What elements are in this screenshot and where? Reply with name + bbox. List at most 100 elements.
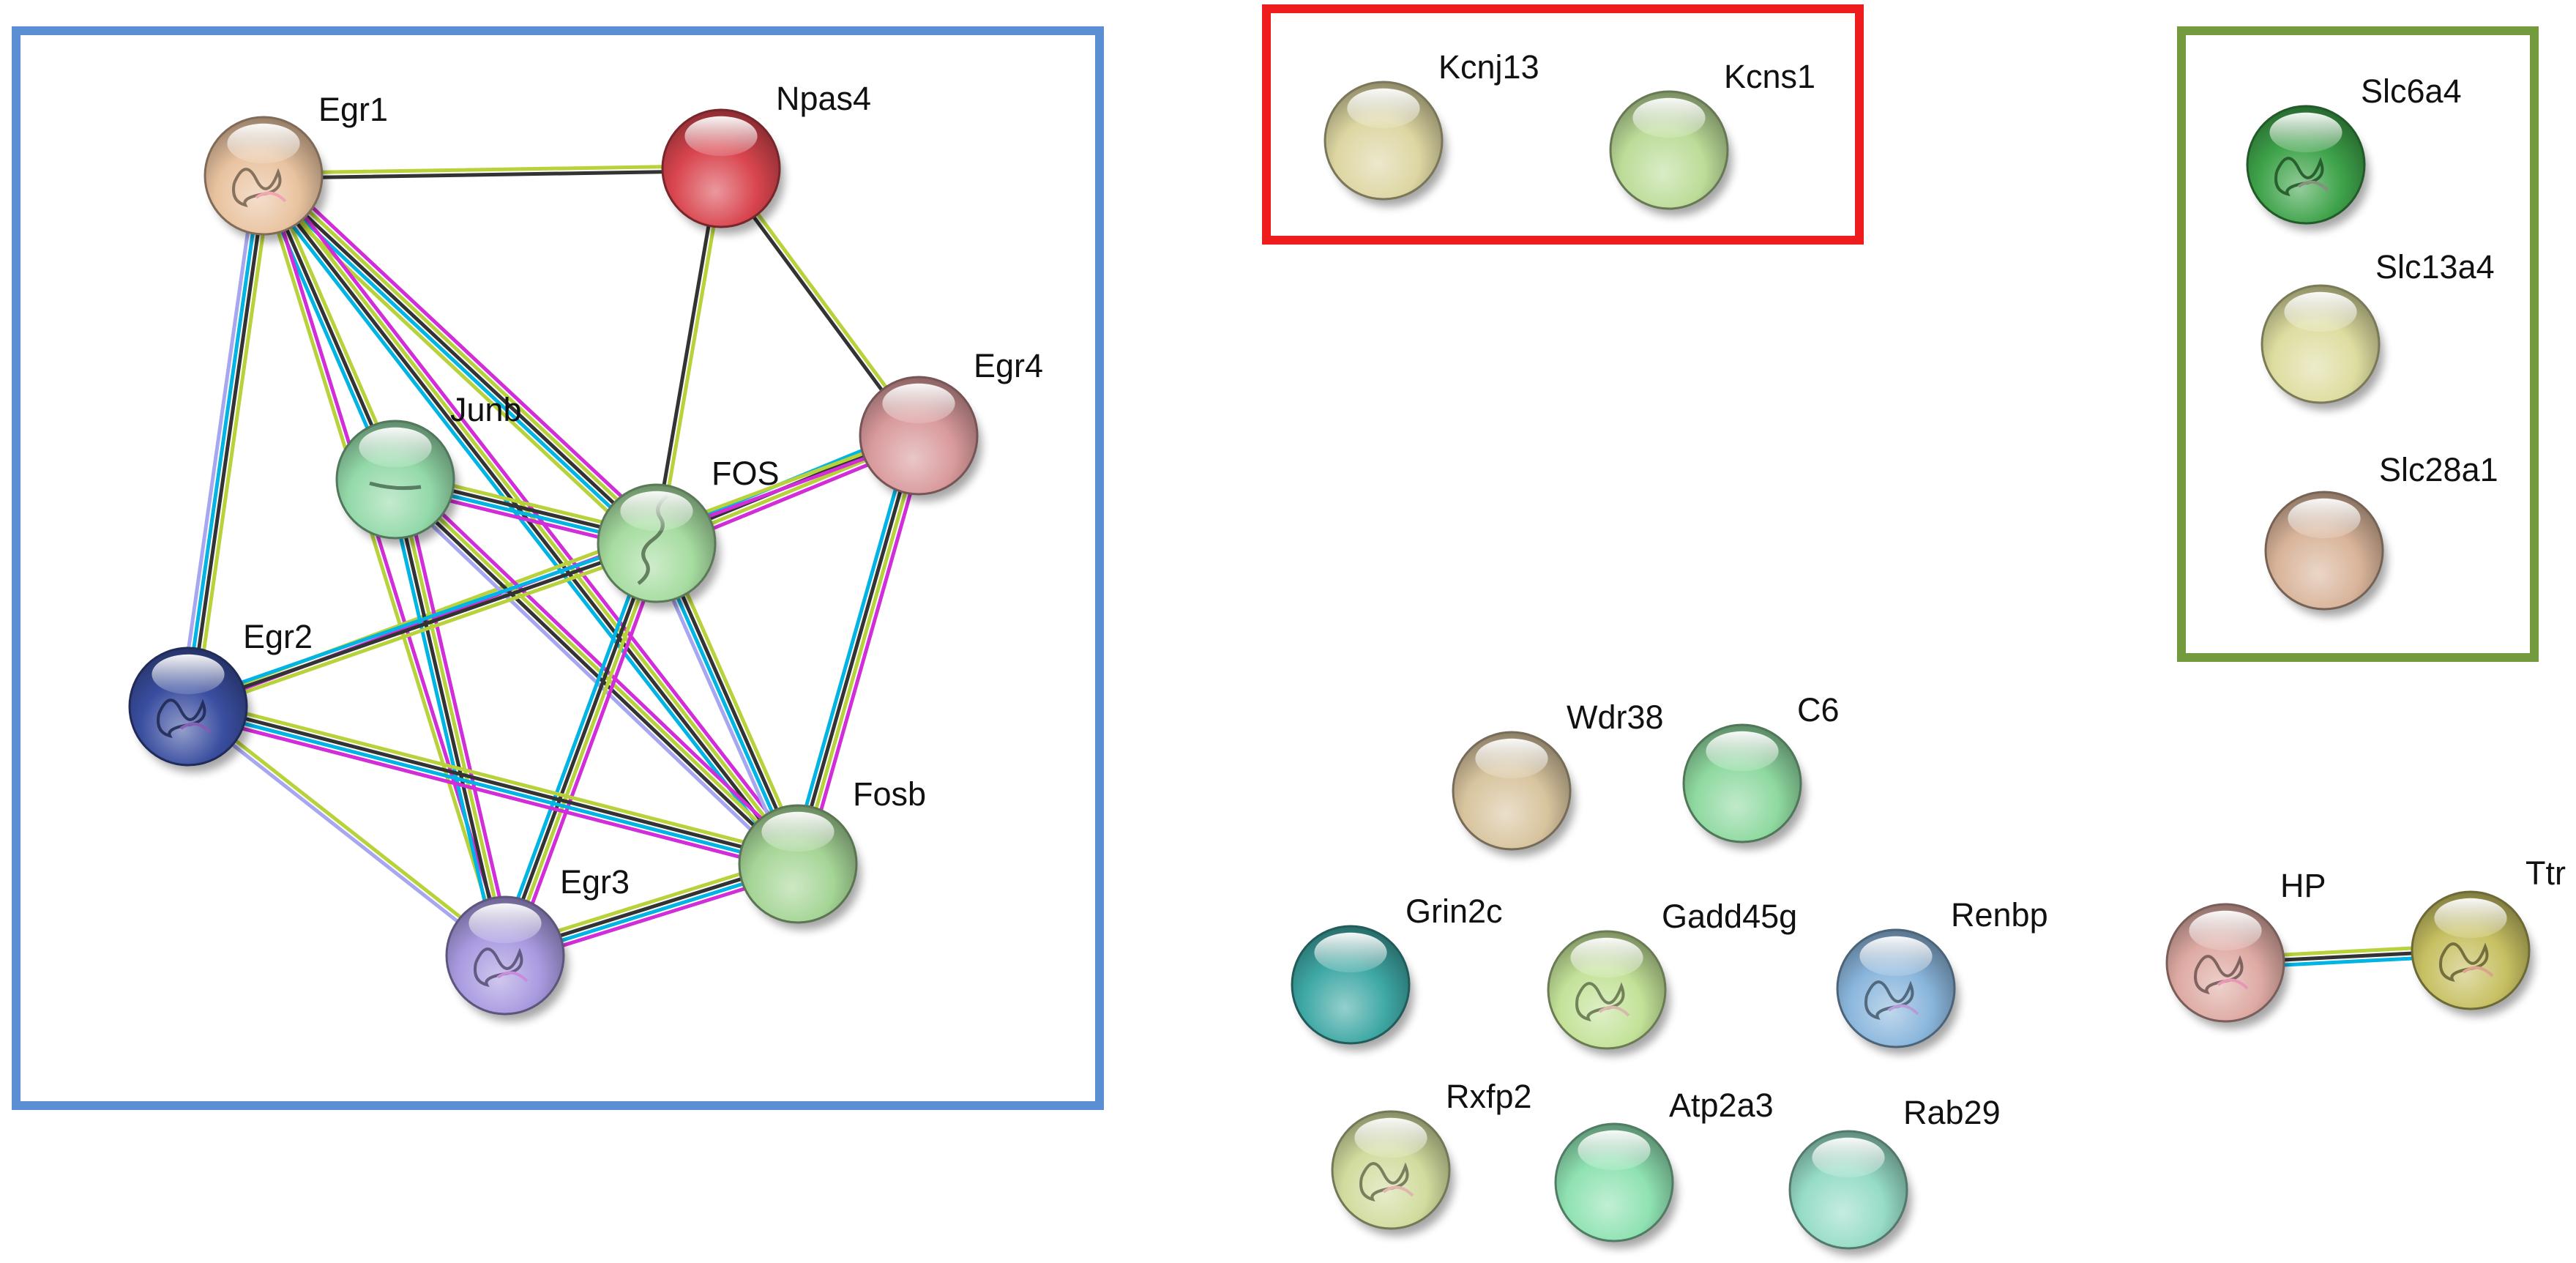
edge-line-database [184, 536, 657, 704]
edge-line-textmining [505, 542, 661, 958]
node-npas4[interactable]: Npas4 [661, 80, 871, 234]
node-label: Slc28a1 [2379, 451, 2498, 488]
edge-line-textmining [193, 174, 273, 709]
edge-line-textmining [395, 475, 802, 864]
edge-junb-egr3 [386, 476, 515, 959]
node-structure-protein [2439, 942, 2494, 982]
edge-egr1-npas4 [261, 164, 723, 180]
group-frame-solute-carriers [2177, 26, 2539, 662]
node-highlight [1354, 1117, 1427, 1158]
node-highlight [2269, 112, 2342, 153]
node-ttr[interactable]: Ttr [2411, 854, 2566, 1016]
edge-line-coexpression [186, 541, 659, 709]
edge-line-textmining [259, 174, 505, 958]
node-egr3[interactable]: Egr3 [445, 863, 630, 1021]
node-c6[interactable]: C6 [1682, 691, 1840, 849]
edge-line-textmining [798, 434, 923, 867]
edge-line-experimental [510, 544, 666, 961]
node-highlight [1347, 88, 1420, 129]
node-highlight [1578, 1130, 1651, 1171]
node-slc13a4[interactable]: Slc13a4 [2260, 248, 2495, 410]
edge-line-textmining [264, 172, 802, 865]
node-fosb[interactable]: Fosb [738, 775, 926, 930]
node-wdr38[interactable]: Wdr38 [1452, 698, 1664, 857]
node-rxfp2[interactable]: Rxfp2 [1331, 1078, 1532, 1236]
node-highlight [152, 654, 225, 695]
node-highlight [2434, 898, 2507, 939]
node-fos[interactable]: FOS [597, 455, 780, 609]
edge-line-database [788, 431, 914, 864]
node-kcns1[interactable]: Kcns1 [1609, 58, 1815, 216]
node-egr1[interactable]: Egr1 [204, 91, 388, 242]
node-label: Npas4 [776, 80, 871, 117]
edge-line-homology [179, 173, 258, 708]
node-label: FOS [712, 455, 780, 492]
node-highlight [1570, 937, 1643, 978]
node-label: Egr3 [560, 863, 630, 901]
edge-line-textmining [261, 164, 723, 176]
node-highlight [1812, 1137, 1885, 1178]
edge-line-database [255, 178, 794, 871]
edge-egr4-fosb [788, 431, 928, 868]
edge-line-experimental [184, 712, 798, 873]
node-structure-protein [1359, 1162, 1414, 1201]
edge-line-coexpression [391, 478, 505, 958]
node-label: Slc6a4 [2361, 72, 2462, 110]
node-egr4[interactable]: Egr4 [859, 347, 1043, 502]
edge-line-textmining [188, 697, 802, 859]
edge-line-homology [388, 483, 795, 872]
node-label: Gadd45g [1662, 898, 1797, 935]
node-slc28a1[interactable]: Slc28a1 [2264, 451, 2498, 616]
node-highlight [761, 811, 835, 852]
edge-line-coexpression [261, 174, 659, 545]
node-junb[interactable]: Junb [335, 391, 522, 545]
node-highlight [2288, 498, 2361, 539]
edge-line-database [496, 538, 652, 955]
edge-line-experimental [400, 476, 515, 956]
node-structure-protein [1864, 980, 1919, 1020]
edge-fos-egr2 [184, 536, 660, 714]
node-egr2[interactable]: Egr2 [128, 618, 313, 772]
node-label: Fosb [853, 775, 926, 813]
edge-line-textmining [187, 546, 660, 714]
node-kcnj13[interactable]: Kcnj13 [1324, 48, 1539, 206]
node-label: Kcnj13 [1438, 48, 1539, 86]
node-label: Atp2a3 [1669, 1087, 1774, 1124]
node-hp[interactable]: HP [2165, 867, 2326, 1029]
node-label: Junb [450, 391, 522, 428]
node-highlight [1859, 936, 1933, 977]
node-atp2a3[interactable]: Atp2a3 [1554, 1087, 1774, 1248]
node-slc6a4[interactable]: Slc6a4 [2246, 72, 2462, 231]
edge-egr1-egr2 [179, 173, 273, 709]
node-structure-protein [474, 947, 529, 987]
node-label: Renbp [1951, 896, 2048, 934]
node-highlight [2189, 910, 2262, 951]
node-label: Rab29 [1903, 1094, 2001, 1131]
edge-line-coexpression [261, 168, 723, 180]
node-highlight [1475, 738, 1548, 779]
node-highlight [2284, 291, 2357, 332]
edge-line-experimental [269, 166, 666, 538]
group-frames [12, 4, 2539, 1110]
node-rab29[interactable]: Rab29 [1788, 1094, 2001, 1256]
node-highlight [1706, 731, 1779, 772]
node-label: Kcns1 [1724, 58, 1815, 95]
node-label: Rxfp2 [1446, 1078, 1532, 1115]
edge-line-coexpression [794, 433, 919, 865]
edge-line-coexpression [501, 540, 657, 957]
node-renbp[interactable]: Renbp [1836, 896, 2048, 1054]
edge-line-coexpression [188, 174, 268, 709]
node-label: Ttr [2525, 854, 2566, 892]
node-highlight [227, 123, 300, 164]
node-structure-protein [157, 698, 212, 738]
node-structure-protein [2194, 955, 2249, 994]
node-structure-protein [2274, 157, 2329, 196]
node-grin2c[interactable]: Grin2c [1291, 893, 1503, 1051]
edge-line-database [185, 707, 799, 868]
node-label: Slc13a4 [2375, 248, 2495, 286]
node-gadd45g[interactable]: Gadd45g [1547, 898, 1797, 1056]
node-highlight [468, 903, 542, 944]
node-label: Grin2c [1405, 893, 1503, 930]
node-highlight [1314, 932, 1387, 973]
